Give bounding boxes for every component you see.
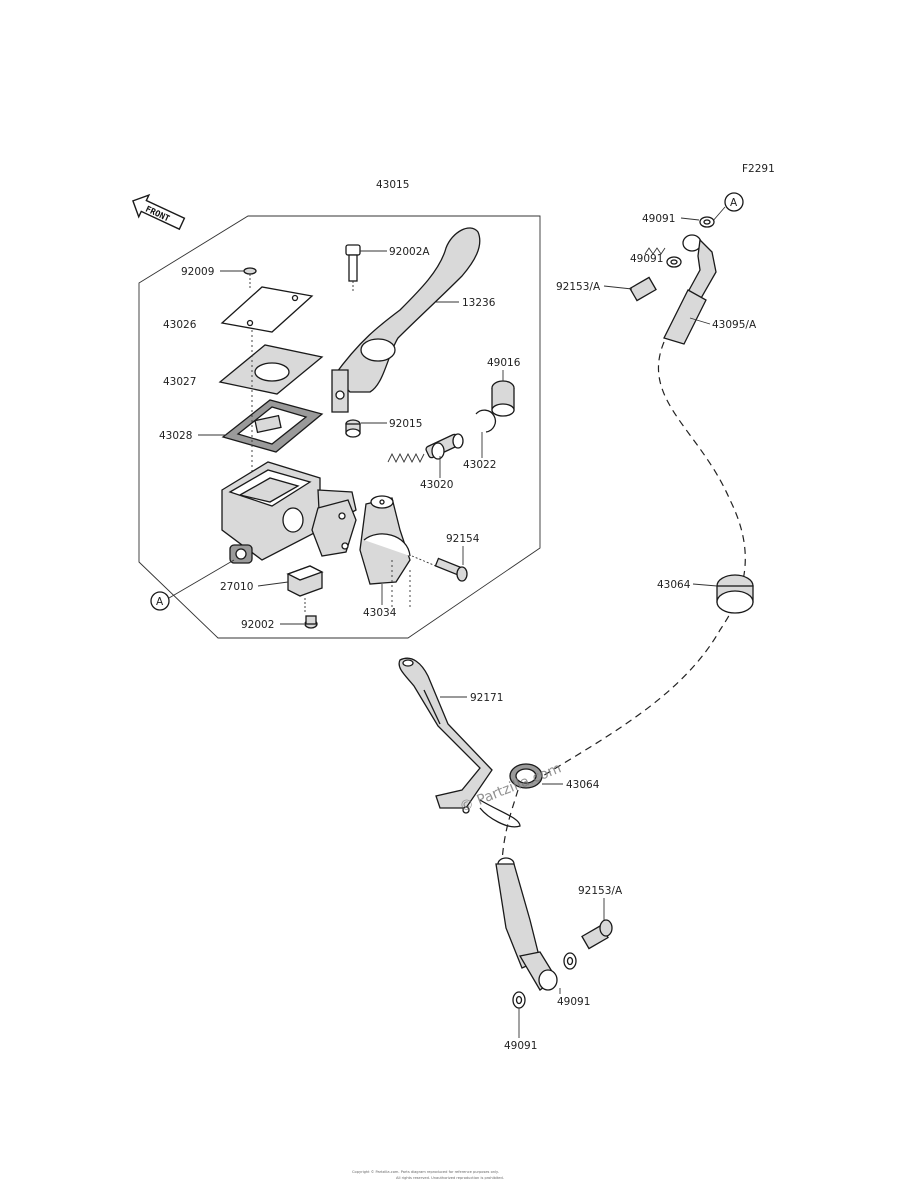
callout-43020: 43020 xyxy=(420,456,453,491)
washer-49091-top2-drawing xyxy=(666,256,682,268)
svg-text:49091: 49091 xyxy=(557,996,590,1008)
callout-49091-bot2: 49091 xyxy=(504,1008,537,1052)
svg-text:49016: 49016 xyxy=(487,357,521,369)
footer-line-1: Copyright © Partzilla.com. Parts diagram… xyxy=(352,1170,499,1174)
connector-a-upper-label: A xyxy=(730,197,738,209)
reservoir-cap-drawing xyxy=(220,286,314,333)
diaphragm-drawing xyxy=(221,399,324,453)
dust-boot-49016-drawing xyxy=(491,380,515,417)
callout-43027: 43027 xyxy=(163,376,196,388)
svg-text:92015: 92015 xyxy=(389,418,422,430)
callout-43034: 43034 xyxy=(363,584,397,619)
svg-text:49091: 49091 xyxy=(504,1040,537,1052)
svg-text:43095/A: 43095/A xyxy=(712,319,757,331)
banjo-bolt-top-drawing xyxy=(629,247,666,302)
connector-a-lower xyxy=(150,591,170,611)
footer-line-2: All rights reserved. Unauthorized reprod… xyxy=(396,1176,504,1180)
callout-43026: 43026 xyxy=(163,319,197,331)
hose-fitting-lower-drawing xyxy=(495,857,558,991)
diaphragm-plate-drawing xyxy=(218,344,324,395)
washer-49091-top1-drawing xyxy=(699,216,715,228)
banjo-bolt-bottom-drawing xyxy=(581,919,613,950)
lever-bracket-drawing xyxy=(311,499,357,557)
front-arrow-icon: FRONT xyxy=(132,193,186,231)
bolt-92154-drawing xyxy=(411,555,468,582)
svg-text:43034: 43034 xyxy=(363,607,397,619)
callout-27010: 27010 xyxy=(220,581,289,593)
screw-92002-drawing xyxy=(304,615,318,629)
svg-text:43064: 43064 xyxy=(657,579,691,591)
bracket-92171-drawing xyxy=(398,657,493,814)
svg-text:49091: 49091 xyxy=(642,213,675,225)
svg-text:92171: 92171 xyxy=(470,692,503,704)
svg-text:92009: 92009 xyxy=(181,266,214,278)
svg-text:43064: 43064 xyxy=(566,779,600,791)
assembly-boundary xyxy=(138,215,541,639)
spring-drawing xyxy=(387,452,425,464)
brake-hose-lower xyxy=(501,789,519,863)
callout-92002: 92002 xyxy=(241,619,304,631)
callout-92009: 92009 xyxy=(181,266,244,278)
callout-92171: 92171 xyxy=(440,692,503,704)
connector-a-lower-label: A xyxy=(156,596,164,608)
screw-92009-drawing xyxy=(243,267,257,290)
brake-lever-drawing xyxy=(331,227,481,413)
callout-49091-bot1: 49091 xyxy=(557,988,590,1008)
svg-text:43028: 43028 xyxy=(159,430,192,442)
pivot-bolt-92002A-drawing xyxy=(345,244,361,292)
callout-13236: 13236 xyxy=(436,297,496,309)
leader-a-upper xyxy=(711,206,726,223)
svg-text:92002A: 92002A xyxy=(389,246,430,258)
callout-43064-mid: 43064 xyxy=(657,579,718,591)
svg-text:92153/A: 92153/A xyxy=(578,885,623,897)
leader-a-lower xyxy=(168,559,235,599)
callout-92153A-top: 92153/A xyxy=(556,281,633,293)
svg-text:92002: 92002 xyxy=(241,619,274,631)
svg-text:92154: 92154 xyxy=(446,533,480,545)
callout-92154: 92154 xyxy=(446,533,480,565)
grommet-43064-mid-drawing xyxy=(716,574,754,614)
callout-43064-low: 43064 xyxy=(542,779,600,791)
hose-fitting-top-drawing xyxy=(663,234,717,345)
holder-43034-drawing xyxy=(359,495,411,608)
callout-49091-top2: 49091 xyxy=(630,253,663,265)
callout-43028: 43028 xyxy=(159,430,226,442)
figure-code: F2291 xyxy=(742,163,775,175)
assembly-label: 43015 xyxy=(376,179,409,191)
callout-92002A: 92002A xyxy=(360,246,430,258)
washer-49091-bot2-drawing xyxy=(512,991,526,1009)
svg-text:92153/A: 92153/A xyxy=(556,281,601,293)
washer-49091-bot1-drawing xyxy=(563,952,577,970)
callout-49016: 49016 xyxy=(487,357,521,381)
connector-a-upper xyxy=(724,192,744,212)
callout-43022: 43022 xyxy=(463,432,496,471)
svg-text:13236: 13236 xyxy=(462,297,496,309)
brake-hose-43095A xyxy=(519,341,746,791)
switch-27010-drawing xyxy=(286,565,324,612)
piston-43020-drawing xyxy=(425,433,464,460)
callout-92153A-bot: 92153/A xyxy=(578,885,623,920)
callout-49091-top1: 49091 xyxy=(642,213,700,225)
grommet-43064-low-drawing xyxy=(479,763,543,828)
callout-43095A: 43095/A xyxy=(689,317,757,331)
callout-92015: 92015 xyxy=(361,418,422,430)
svg-text:43022: 43022 xyxy=(463,459,496,471)
nut-92015-drawing xyxy=(345,419,361,438)
svg-text:27010: 27010 xyxy=(220,581,253,593)
svg-text:43020: 43020 xyxy=(420,479,453,491)
circlip-43022-drawing xyxy=(475,409,497,433)
